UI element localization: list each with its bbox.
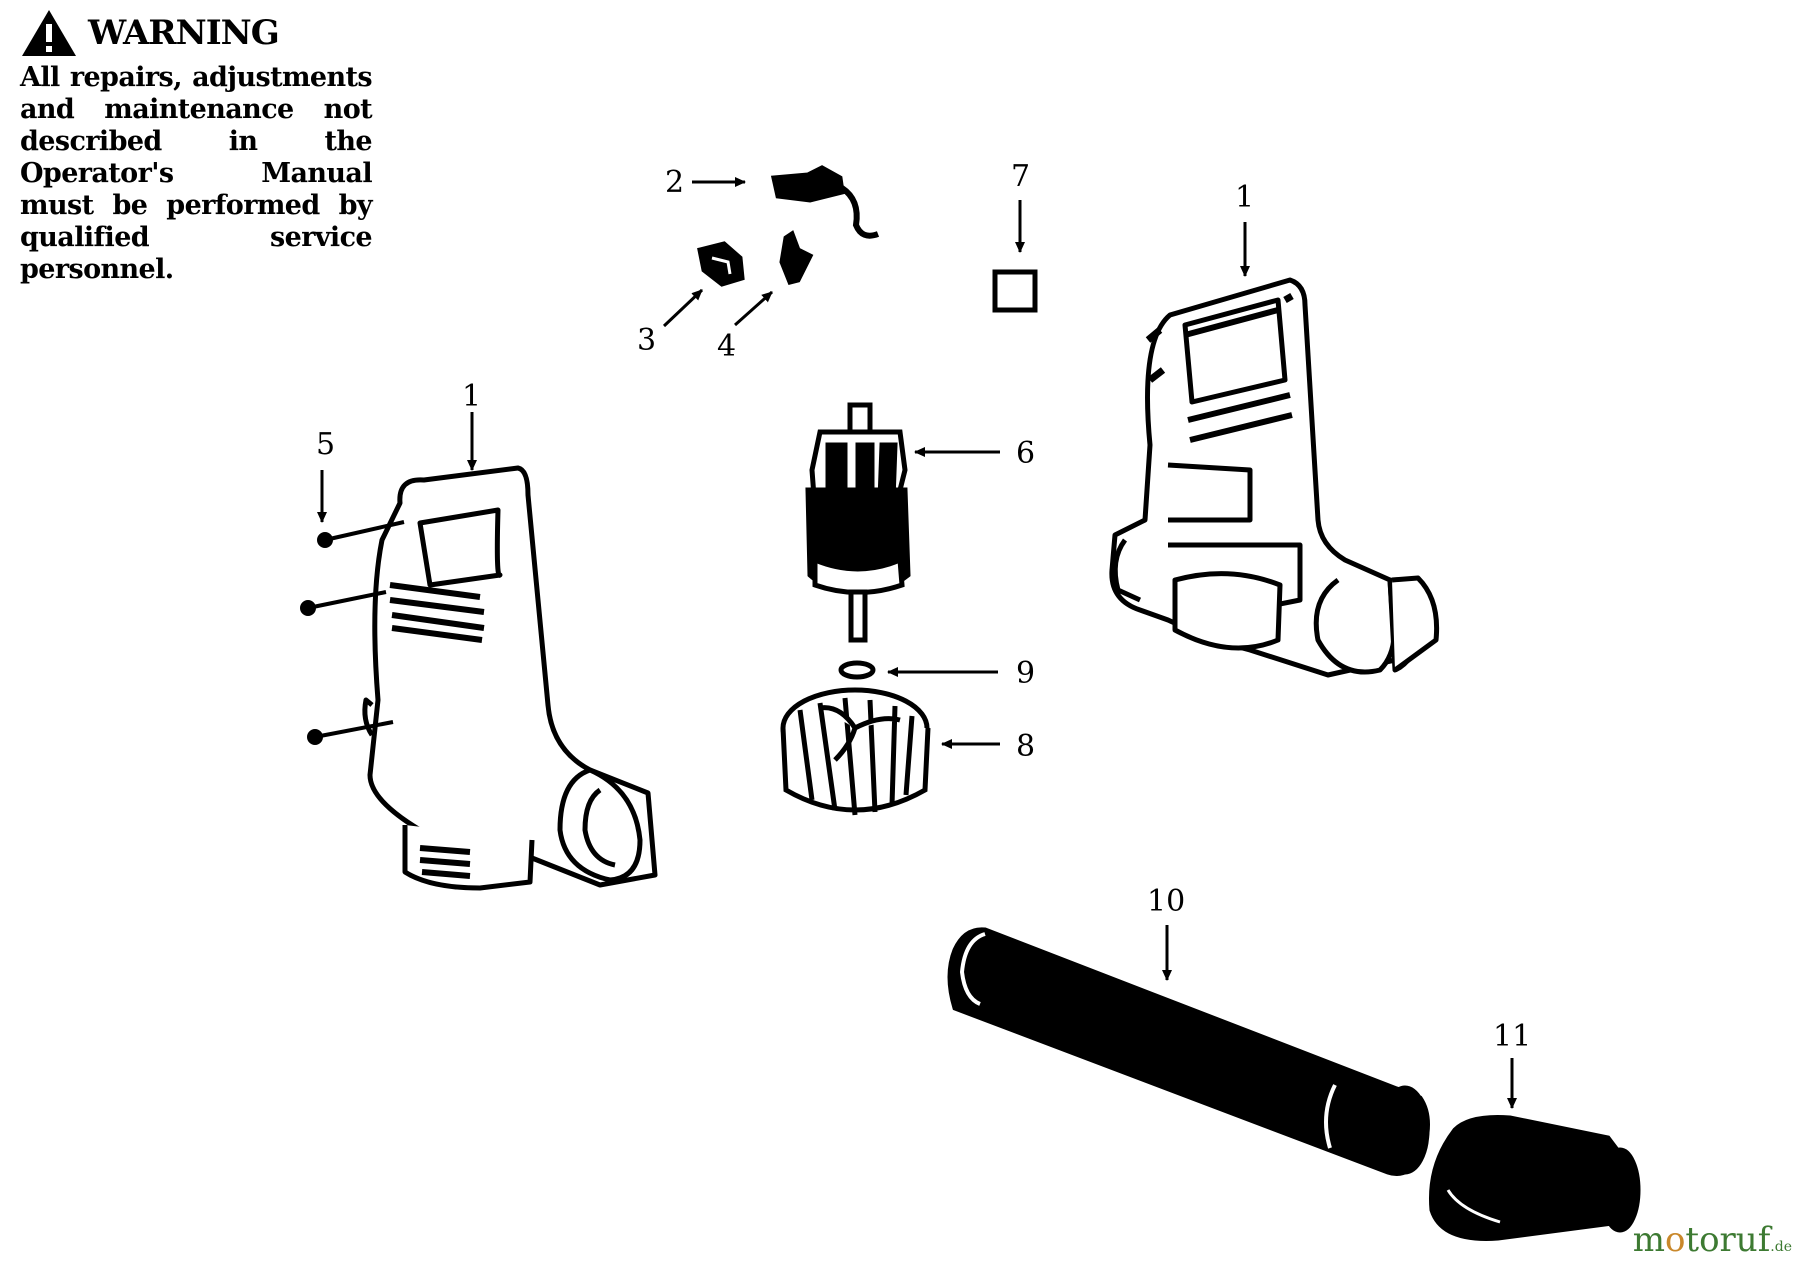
washer [838, 660, 876, 680]
warning-text: All repairs, adjustments and maintenance… [20, 62, 373, 285]
callout-8: 8 [1016, 729, 1035, 764]
warning-triangle-icon [22, 10, 76, 56]
callout-5: 5 [316, 427, 335, 462]
callout-arrow-4 [734, 290, 773, 327]
callout-1-left: 1 [462, 379, 481, 414]
callout-9: 9 [1016, 656, 1035, 691]
callout-10: 10 [1147, 884, 1185, 919]
callout-6: 6 [1016, 436, 1035, 471]
callout-arrow-3 [662, 288, 704, 328]
callout-3: 3 [637, 323, 656, 358]
screws [300, 520, 405, 745]
housing-left-half [362, 465, 658, 891]
fan-impeller [780, 687, 931, 816]
motoruf-watermark: motoruf.de [1632, 1220, 1792, 1260]
switch-assembly [697, 165, 880, 287]
callout-4: 4 [717, 329, 736, 364]
warning-box: WARNING All repairs, adjustments and mai… [20, 8, 373, 286]
callout-labels: 1 1 2 3 4 5 6 7 8 9 10 11 [316, 159, 1531, 1054]
callout-11: 11 [1493, 1019, 1531, 1054]
housing-right-half [1109, 277, 1440, 678]
callout-7: 7 [1011, 159, 1030, 194]
blower-tube [947, 927, 1430, 1176]
part-7-square [992, 269, 1038, 313]
callout-2: 2 [665, 165, 684, 200]
callout-1-right: 1 [1235, 180, 1254, 215]
warning-heading: WARNING [20, 8, 372, 58]
nozzle [1429, 1115, 1641, 1241]
callouts [317, 177, 1517, 1109]
motor [805, 402, 911, 643]
warning-title: WARNING [88, 13, 280, 53]
